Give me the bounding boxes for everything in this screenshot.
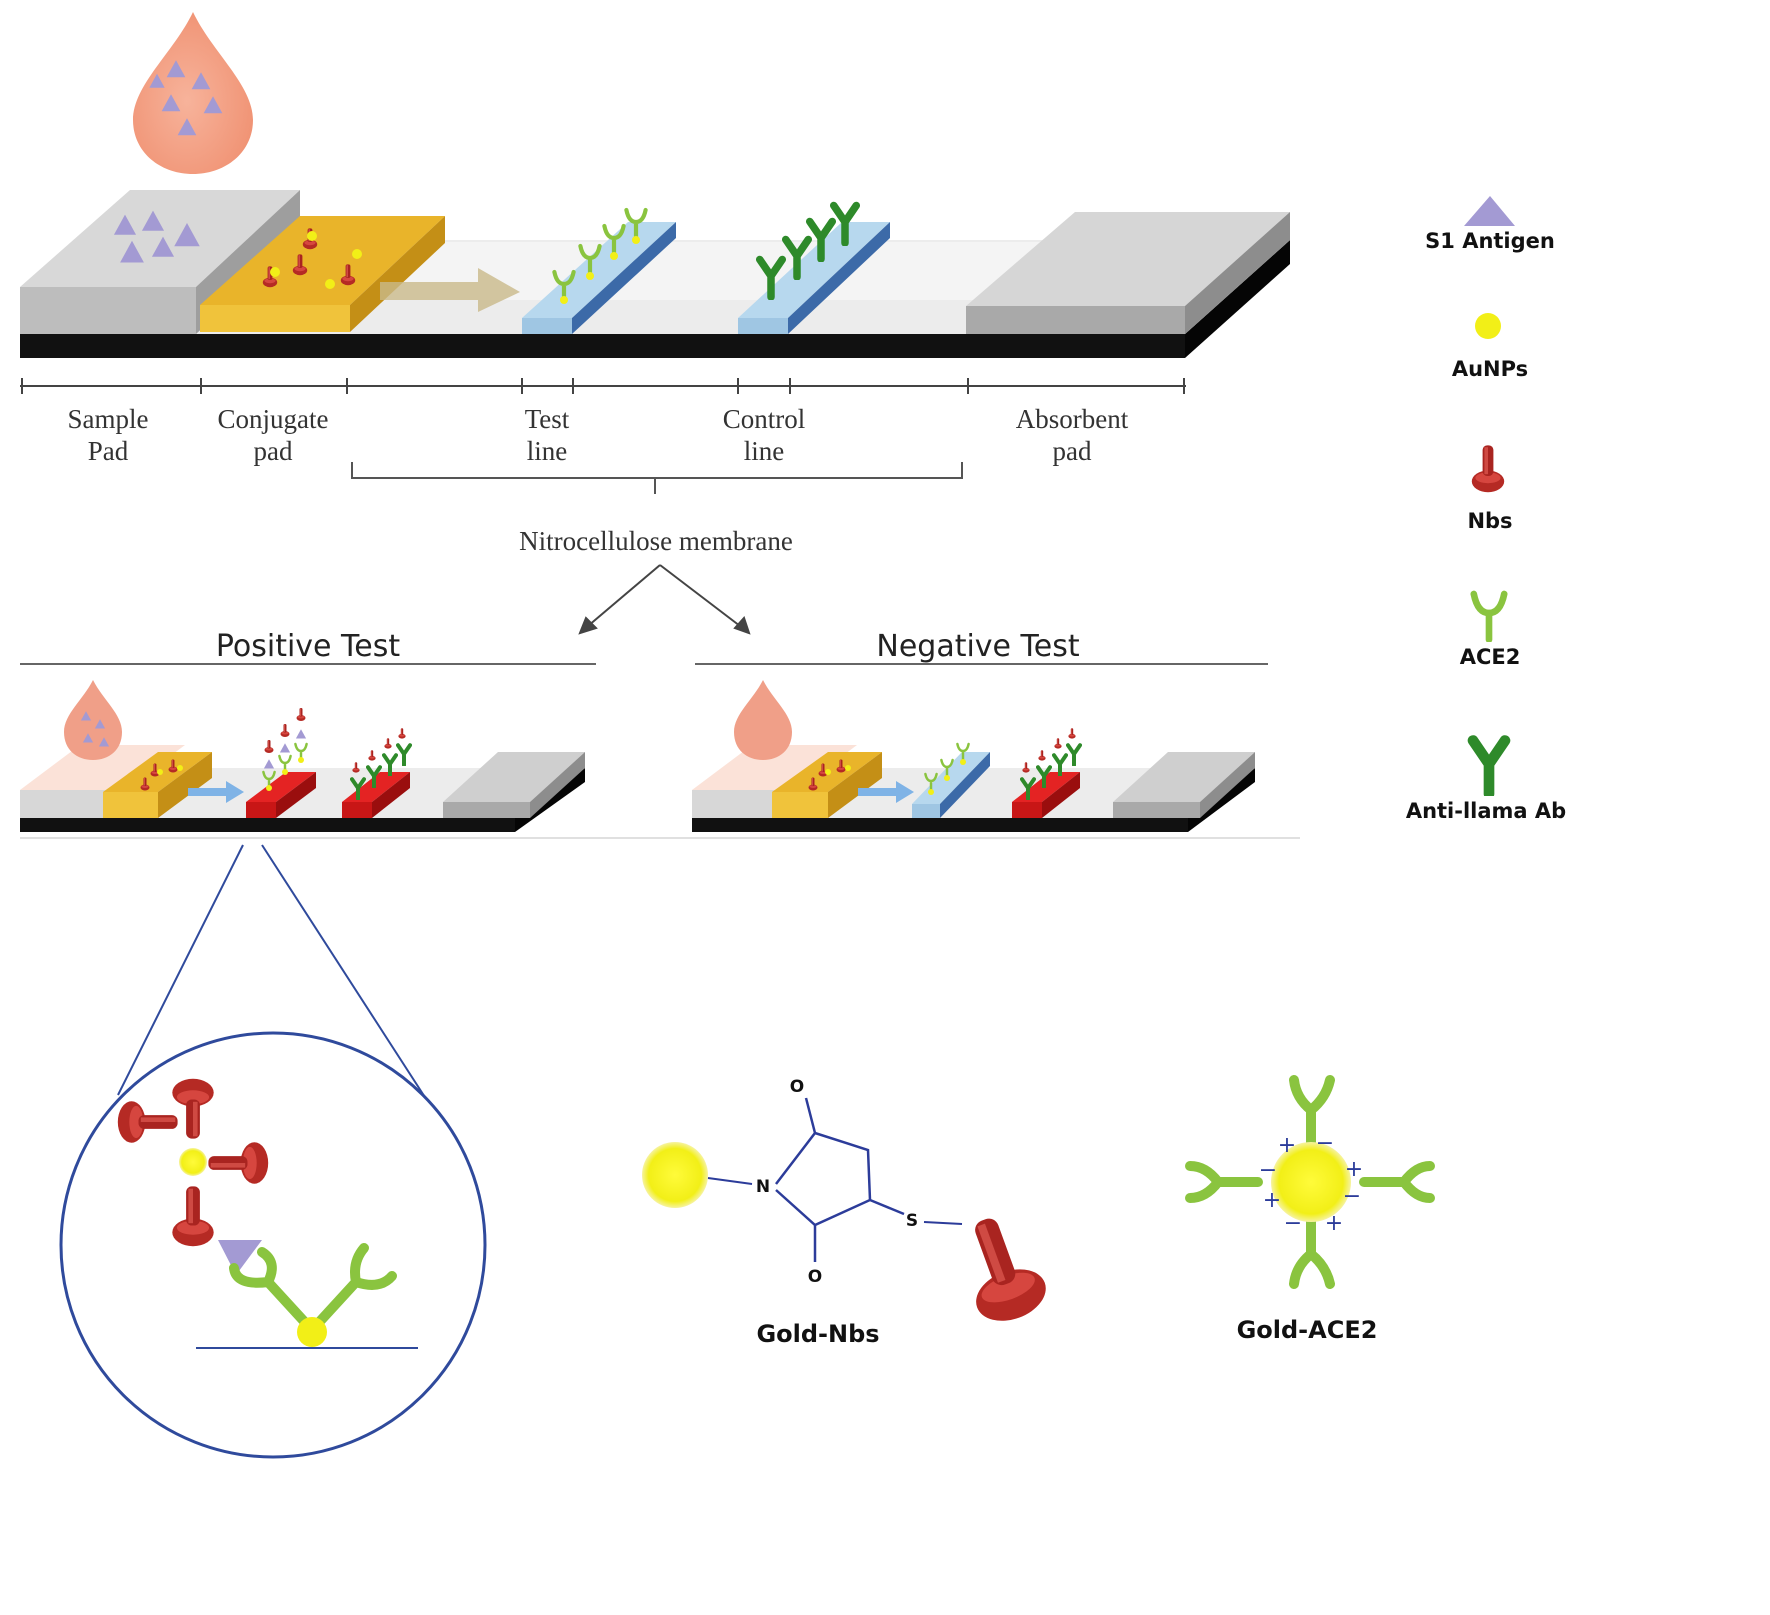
charge-plus-3: + <box>1263 1188 1281 1213</box>
gold-nbs-label: Gold-Nbs <box>756 1320 879 1348</box>
negative-test-title: Negative Test <box>876 629 1079 664</box>
gold-nbs-conjugate: N O O S Gold-Nbs <box>642 1077 1053 1348</box>
atom-s: S <box>906 1211 918 1231</box>
label-test-line-2: line <box>527 436 568 466</box>
legend-aunps-label: AuNPs <box>1452 357 1528 381</box>
label-absorbent-pad-1: Absorbent <box>1016 404 1129 434</box>
legend-anti-llama-label: Anti-llama Ab <box>1406 799 1566 823</box>
zoom-ace2 <box>229 1243 397 1335</box>
charge-plus-4: + <box>1325 1211 1343 1236</box>
negative-droplet <box>734 680 792 760</box>
zoom-antigen <box>218 1240 262 1275</box>
gold-ace2-conjugate: + − − + + − − + Gold-ACE2 <box>1185 1075 1435 1344</box>
label-absorbent-pad-2: pad <box>1053 436 1092 466</box>
gold-nbs-particle <box>642 1142 708 1208</box>
legend-ace2-label: ACE2 <box>1460 645 1521 669</box>
flow-arrow <box>380 268 520 312</box>
main-strip <box>20 190 1290 358</box>
legend-nbs-icon <box>1471 445 1505 493</box>
legend-nbs-label: Nbs <box>1467 509 1512 533</box>
charge-minus-2: − <box>1259 1158 1277 1183</box>
atom-n: N <box>756 1177 770 1197</box>
label-control-line-2: line <box>744 436 785 466</box>
charge-minus-4: − <box>1284 1211 1302 1236</box>
atom-o-top: O <box>790 1077 804 1097</box>
sample-droplet <box>133 12 253 174</box>
legend-ace2-icon <box>1474 594 1504 640</box>
gold-nanobody-cluster <box>117 1078 269 1247</box>
gold-ace2-label: Gold-ACE2 <box>1237 1316 1378 1344</box>
label-test-line-1: Test <box>525 404 570 434</box>
charge-plus-2: + <box>1345 1157 1363 1182</box>
gold-nbs-nanobody <box>949 1207 1053 1330</box>
control-line-pad <box>738 206 890 334</box>
conjugate-pad <box>200 216 445 332</box>
label-control-line-1: Control <box>723 404 806 434</box>
charge-plus-1: + <box>1278 1133 1296 1158</box>
label-membrane: Nitrocellulose membrane <box>519 526 793 556</box>
positive-droplet <box>64 680 122 760</box>
legend-s1-antigen-icon <box>1464 196 1515 226</box>
atom-o-bottom: O <box>808 1267 822 1287</box>
zoom-circle <box>59 1031 487 1459</box>
scale-ruler <box>20 378 1186 394</box>
charge-minus-1: − <box>1316 1131 1334 1156</box>
gold-ace2-particle <box>1271 1142 1351 1222</box>
label-sample-pad-2: Pad <box>88 436 129 466</box>
legend-aunps-icon <box>1475 313 1501 339</box>
positive-test-title: Positive Test <box>216 629 401 664</box>
label-conjugate-pad-2: pad <box>254 436 293 466</box>
legend-anti-llama-icon <box>1473 741 1505 794</box>
absorbent-pad <box>966 212 1290 334</box>
charge-minus-3: − <box>1343 1184 1361 1209</box>
split-arrows <box>578 564 751 635</box>
legend: S1 Antigen AuNPs Nbs ACE2 Anti-llama Ab <box>1406 196 1566 823</box>
membrane-brace <box>351 462 963 494</box>
legend-s1-antigen-label: S1 Antigen <box>1425 229 1555 253</box>
negative-strip <box>692 728 1255 832</box>
positive-strip <box>20 708 585 832</box>
label-conjugate-pad-1: Conjugate <box>218 404 329 434</box>
label-sample-pad-1: Sample <box>68 404 149 434</box>
zoom-gold <box>297 1317 327 1347</box>
zoom-detail <box>59 844 487 1459</box>
test-line-pad <box>522 210 676 334</box>
